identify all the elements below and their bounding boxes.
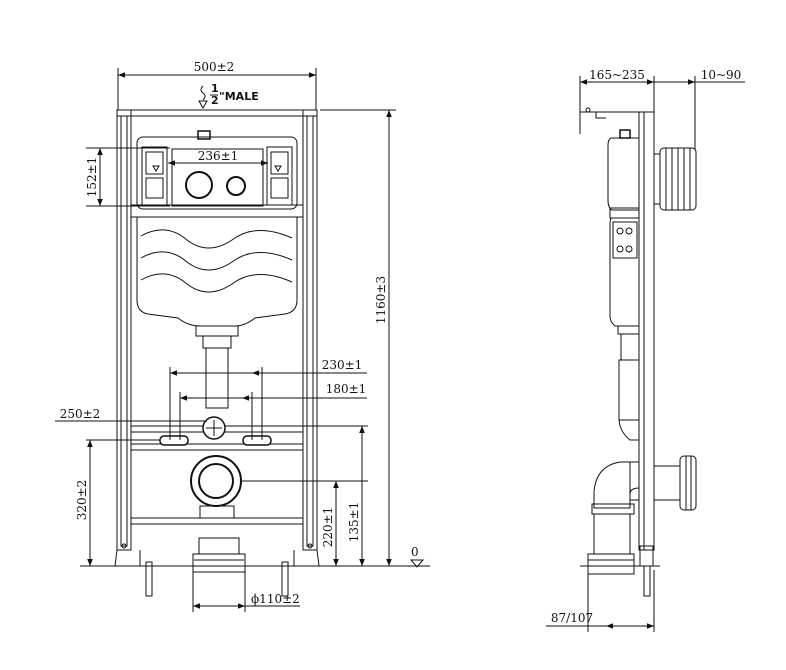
front-view: 500±2 1 2 "MALE (55, 60, 430, 612)
bottom-dimension: 87/107 (546, 570, 655, 632)
bolt-height-label: 320±2 (75, 480, 89, 521)
button-width-label: 236±1 (198, 149, 239, 163)
flush-button-small (226, 176, 246, 196)
outlet-center-dimension: 135±1 (270, 425, 368, 566)
side-frame (638, 111, 655, 551)
cistern (130, 130, 304, 597)
flush-button-large (185, 171, 213, 199)
floor-level-label: 0 (411, 545, 419, 559)
button-height-dimension: 152±1 (85, 147, 170, 207)
wall-dimension: 10~90 (654, 68, 745, 150)
bolt-spacing-inner-label: 180±1 (326, 382, 367, 396)
button-width-dimension: 236±1 (168, 149, 268, 166)
bolt-spacing-inner-dimension: 180±1 (179, 382, 367, 440)
outlet-height-dimension: 220±1 (240, 480, 368, 566)
floor-level: 0 (80, 545, 430, 568)
pipe-diameter-dimension: ϕ110±2 (192, 572, 300, 612)
height-dimension: 1160±3 (320, 109, 396, 566)
height-label: 1160±3 (374, 276, 388, 324)
bolt-left (159, 435, 189, 446)
bolt-right (242, 435, 272, 446)
bolt-spacing-outer-dimension: 230±1 (169, 358, 367, 440)
bottom-dim-label: 87/107 (551, 611, 593, 625)
inlet-suffix: "MALE (219, 90, 259, 103)
side-outlet-elbow (587, 455, 697, 575)
wall-dim-label: 10~90 (701, 68, 742, 82)
bolt-spacing-outer-label: 230±1 (322, 358, 363, 372)
supply-height-label: 250±2 (60, 407, 101, 421)
depth-dim-label: 165~235 (589, 68, 645, 82)
pipe-dia-label: ϕ110±2 (251, 592, 300, 606)
side-flange (653, 147, 697, 211)
flush-plate (171, 148, 264, 207)
supply-height-dimension: 250±2 (55, 407, 207, 441)
side-cistern (607, 129, 640, 441)
width-dimension: 500±2 (117, 60, 317, 110)
inlet-num: 1 (211, 82, 219, 95)
inlet-den: 2 (211, 94, 219, 107)
width-dim-label: 500±2 (194, 60, 235, 74)
inlet-label: 1 2 "MALE (198, 82, 259, 110)
outlet-height-label: 220±1 (321, 507, 335, 548)
bolt-height-dimension: 320±2 (75, 440, 93, 566)
button-height-label: 152±1 (85, 157, 99, 198)
outlet-center-label: 135±1 (347, 502, 361, 543)
wall-bracket (579, 111, 606, 134)
side-view: 165~235 10~90 (546, 68, 745, 632)
